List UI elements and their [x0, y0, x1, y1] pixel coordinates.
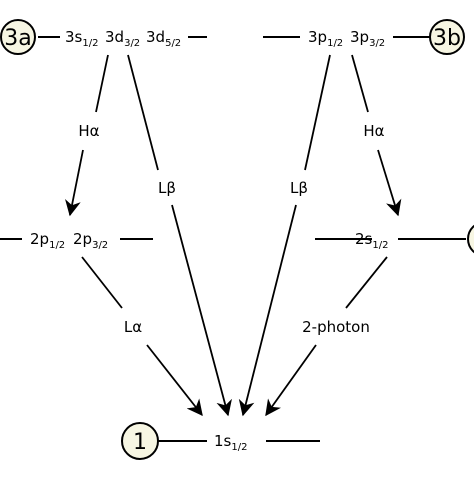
level-labels: 3s1/2 3d3/2 3d5/2 3p1/2 3p3/2 2p1/2 2p3/…	[30, 28, 388, 453]
marker-1-circle	[121, 422, 159, 460]
transition-arrows	[65, 54, 402, 417]
level-3s12: 3s1/2	[65, 28, 98, 49]
level-3d52: 3d5/2	[146, 28, 181, 49]
marker-2s-circle	[467, 224, 474, 254]
marker-3b-label: 3b	[433, 26, 461, 51]
label-lbeta-left: Lβ	[158, 179, 176, 197]
level-2p12: 2p1/2	[30, 230, 65, 251]
marker-3a-label: 3a	[4, 26, 31, 51]
arrow-halpha-left-upper	[95, 54, 109, 113]
label-lalpha: Lα	[124, 318, 142, 336]
marker-3a-circle	[0, 19, 36, 55]
arrow-lbeta-right-lower	[238, 204, 297, 417]
arrow-lbeta-left-lower	[171, 204, 232, 417]
marker-3a: 3a	[0, 19, 36, 55]
arrow-two-photon-lower	[265, 344, 317, 417]
level-2p32: 2p3/2	[73, 230, 108, 251]
arrow-lbeta-left-upper	[127, 54, 159, 171]
marker-1-label: 1	[133, 430, 147, 455]
level-lines	[0, 36, 466, 442]
level-2s12: 2s1/2	[355, 230, 388, 251]
label-halpha-right: Hα	[363, 122, 384, 140]
arrow-halpha-right-lower	[377, 149, 402, 217]
marker-3b-circle	[429, 19, 465, 55]
label-two-photon: 2-photon	[302, 318, 370, 336]
arrow-lalpha-upper	[81, 256, 123, 309]
marker-1: 1	[121, 422, 159, 460]
level-3p32: 3p3/2	[350, 28, 385, 49]
arrow-two-photon-upper	[345, 256, 388, 309]
arrow-halpha-left-lower	[65, 149, 84, 217]
marker-2s-partial	[467, 224, 474, 254]
arrow-halpha-right-upper	[351, 54, 369, 113]
level-3p12: 3p1/2	[308, 28, 343, 49]
label-lbeta-right: Lβ	[290, 179, 308, 197]
level-3d32: 3d3/2	[105, 28, 140, 49]
label-halpha-left: Hα	[78, 122, 99, 140]
level-1s12: 1s1/2	[214, 432, 247, 453]
arrow-lalpha-lower	[146, 344, 203, 417]
transition-labels: Hα Lβ Lβ Hα Lα 2-photon	[78, 122, 384, 336]
arrow-lbeta-right-upper	[304, 54, 331, 171]
marker-3b: 3b	[429, 19, 465, 55]
